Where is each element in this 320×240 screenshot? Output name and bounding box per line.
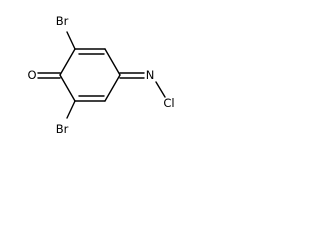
bond-c-br-bottom bbox=[66, 100, 76, 119]
atom-chlorine: Cl bbox=[163, 96, 174, 110]
bond-c3-c4 bbox=[104, 48, 121, 76]
atom-bromine-top: Br bbox=[56, 14, 69, 28]
atom-nitrogen: N bbox=[146, 68, 155, 82]
chemical-structure-diagram: Br Br O N Cl bbox=[27, 14, 174, 136]
bond-n-cl bbox=[155, 81, 166, 98]
atom-oxygen: O bbox=[27, 68, 36, 82]
bond-c-br-top bbox=[66, 31, 76, 50]
bond-c1-c2 bbox=[59, 48, 76, 76]
bond-c6-c1 bbox=[59, 74, 76, 102]
atom-bromine-bottom: Br bbox=[56, 122, 69, 136]
bond-c4-c5 bbox=[104, 74, 121, 102]
